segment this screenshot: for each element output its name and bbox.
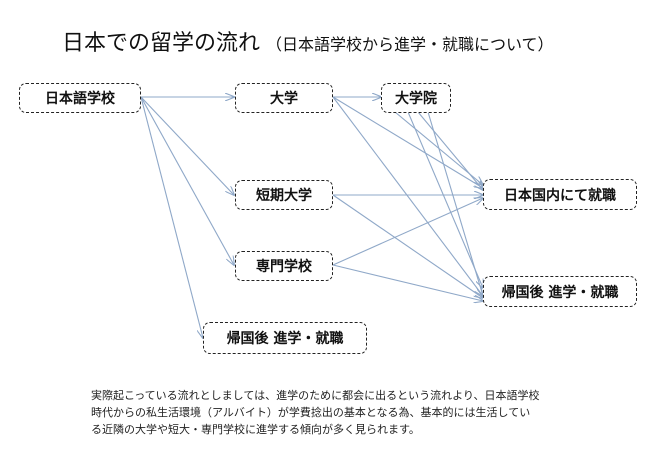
node-vocational-school: 専門学校: [235, 251, 333, 281]
arrow-vocational-to-employment: [332, 198, 483, 266]
title-sub: （日本語学校から進学・就職について）: [266, 35, 554, 54]
note-line-1: 実際起こっている流れとしましては、進学のために都会に出るという流れより、日本語学…: [91, 389, 540, 402]
node-japanese-school: 日本語学校: [19, 83, 141, 113]
arrow-university-to-return: [332, 96, 483, 296]
node-return-left: 帰国後 進学・就職: [203, 322, 367, 354]
note-line-2: 時代からの私生活環境（アルバイト）が学費捻出の基本となる為、基本的には生活してい: [91, 406, 531, 419]
node-graduate-school: 大学院: [381, 83, 451, 113]
node-junior-college: 短期大学: [235, 180, 333, 210]
page-title: 日本での留学の流れ （日本語学校から進学・就職について）: [62, 30, 554, 59]
node-return-right: 帰国後 進学・就職: [483, 276, 637, 307]
arrow-vocational-to-return: [332, 264, 483, 301]
node-employment-japan: 日本国内にて就職: [483, 179, 637, 210]
arrow-graduate-to-employment-b: [417, 111, 483, 190]
arrow-graduate-to-return-b: [427, 111, 483, 296]
note-line-3: る近隣の大学や短大・専門学校に進学する傾向が多く見られます。: [91, 423, 420, 436]
title-main: 日本での留学の流れ: [62, 31, 261, 56]
node-university: 大学: [235, 83, 333, 113]
arrow-school-to-return-left: [140, 96, 203, 338]
arrow-school-to-junior-college: [140, 96, 234, 195]
explanatory-note: 実際起こっている流れとしましては、進学のために都会に出るという流れより、日本語学…: [91, 387, 591, 438]
arrow-graduate-to-return-a: [407, 111, 483, 288]
arrow-junior-to-return: [332, 194, 483, 298]
arrow-university-to-employment: [332, 96, 483, 188]
arrow-school-to-vocational: [140, 96, 234, 265]
